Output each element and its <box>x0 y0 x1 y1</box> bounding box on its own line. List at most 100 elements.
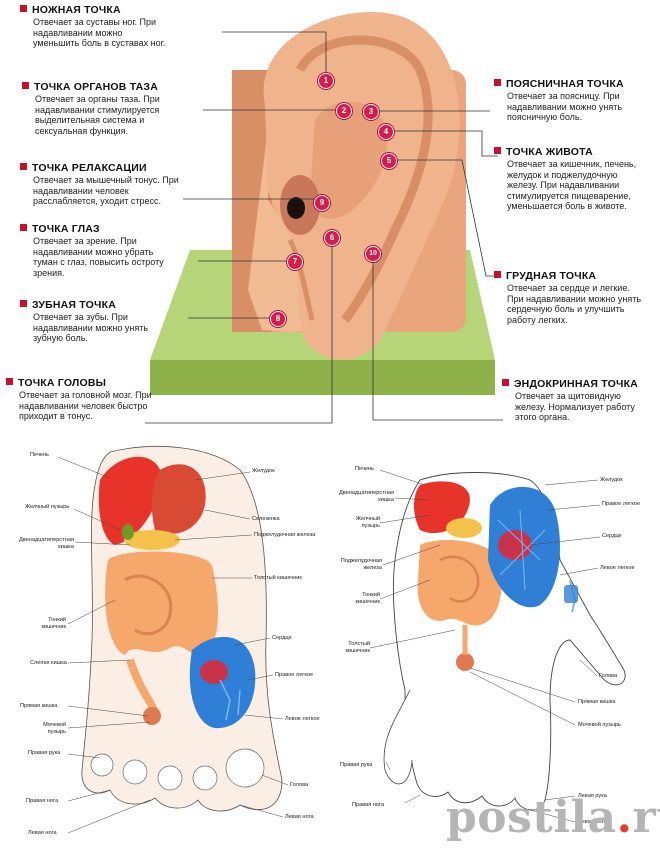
hand-label-left-leg: Левая нога <box>578 819 607 825</box>
point-desc: Отвечает за органы таза. При надавливани… <box>35 94 160 136</box>
hand-label-gallbladder: Желчный пузырь <box>355 516 380 529</box>
foot-label-right-lung: Правое легкое <box>275 672 314 678</box>
foot-label-duodenum: Двенадцатиперстная кишка <box>19 537 74 550</box>
hand-leader-lines <box>369 469 601 823</box>
hand-label-left-lung: Левое легкое <box>600 565 635 571</box>
point-title: Точка головы <box>6 377 166 389</box>
point-title-text: Ножная точка <box>32 4 121 16</box>
hand-label-right-arm: Правая рука <box>340 762 373 768</box>
bullet-square <box>494 271 501 278</box>
watermark-dot: . <box>616 792 633 843</box>
ear-leader-lines <box>145 31 503 424</box>
point-title: Точка релаксации <box>20 162 185 174</box>
hand-label-right-lung: Правое легкое <box>602 501 641 507</box>
bullet-square <box>20 300 27 307</box>
foot-label-right-arm: Правая рука <box>28 750 61 756</box>
point-badge-4: 4 <box>378 124 394 140</box>
point-desc: Отвечает за щитовидную железу. Нормализу… <box>515 391 635 422</box>
point-badge-1: 1 <box>318 73 334 89</box>
point-title: Точка живота <box>494 146 654 158</box>
watermark-text: postila <box>446 792 617 843</box>
bullet-square <box>494 79 501 86</box>
point-desc: Отвечает за суставы ног. При надавливани… <box>33 17 166 48</box>
hand-label-stomach: Желудок <box>600 477 623 483</box>
point-badge-8: 8 <box>270 311 286 327</box>
foot-label-colon: Толстый кишечник <box>254 575 302 581</box>
point-badge-7: 7 <box>287 254 303 270</box>
foot-label-bladder: Мочевой пузырь <box>43 722 66 735</box>
watermark-logo: postila.ru <box>446 792 660 843</box>
point-title-text: Точка релаксации <box>32 162 147 174</box>
hand-label-right-leg: Правая нога <box>352 802 385 808</box>
point-block-relaxation: Точка релаксации Отвечает за мышечный то… <box>20 162 185 207</box>
foot-leader-lines <box>57 456 289 834</box>
point-title: Ножная точка <box>20 4 168 16</box>
point-badge-2: 2 <box>336 103 352 119</box>
point-title-text: Точка головы <box>18 377 107 389</box>
point-title-text: Поясничная точка <box>506 78 624 90</box>
foot-label-left-leg: Левая нога <box>28 830 57 836</box>
point-block-eyes: Точка глаз Отвечает за зрение. При надав… <box>20 223 180 278</box>
bullet-square <box>502 379 509 386</box>
point-title-text: Грудная точка <box>506 270 597 282</box>
foot-label-liver: Печень <box>30 452 49 458</box>
point-title-text: Эндокринная точка <box>514 378 638 390</box>
hand-label-colon: Толстый кишечник <box>345 641 370 654</box>
point-title: Эндокринная точка <box>502 378 658 390</box>
bullet-square <box>6 378 13 385</box>
foot-label-heart: Сердце <box>272 635 292 641</box>
hand-diagram <box>383 472 626 811</box>
hand-label-liver: Печень <box>355 466 374 472</box>
point-title: Грудная точка <box>494 270 654 282</box>
foot-label-left-leg-2: Левая нога <box>285 814 314 820</box>
point-title-text: Точка живота <box>506 146 593 158</box>
point-block-pelvis: Точка органов таза Отвечает за органы та… <box>22 81 202 136</box>
point-block-endocrine: Эндокринная точка Отвечает за щитовидную… <box>502 378 658 423</box>
foot-label-pancreas: Поджелудочная железа <box>254 532 316 538</box>
foot-label-small-intestine: Тонкий кишечник <box>41 617 66 630</box>
point-title: Точка органов таза <box>22 81 202 93</box>
foot-label-right-leg: Правая нога <box>26 798 59 804</box>
point-block-foot: Ножная точка Отвечает за суставы ног. Пр… <box>20 4 168 49</box>
point-title: Зубная точка <box>20 299 180 311</box>
point-badge-9: 9 <box>314 195 330 211</box>
point-title: Точка глаз <box>20 223 180 235</box>
stand-front <box>150 360 495 395</box>
point-desc: Отвечает за кишечник, печень, желудок и … <box>507 159 637 211</box>
point-desc: Отвечает за зубы. При надавливании можно… <box>33 312 149 343</box>
hand-label-bladder: Мочевой пузырь <box>578 722 621 728</box>
watermark-domain: ru <box>632 792 660 843</box>
point-badge-10: 10 <box>365 246 381 262</box>
foot-label-head: Голова <box>290 782 309 788</box>
hand-label-rectum: Прямая кишка <box>578 699 616 705</box>
bullet-square <box>20 224 27 231</box>
point-title: Поясничная точка <box>494 78 654 90</box>
point-desc: Отвечает за поясницу. При надавливании м… <box>507 91 623 122</box>
point-block-chest: Грудная точка Отвечает за сердце и легки… <box>494 270 654 325</box>
bullet-square <box>22 82 29 89</box>
hand-label-pancreas: Поджелудочная железа <box>340 558 382 571</box>
point-desc: Отвечает за сердце и легкие. При надавли… <box>507 283 642 325</box>
bullet-square <box>494 147 501 154</box>
hand-label-small-intestine: Тонкий кишечник <box>355 592 380 605</box>
point-block-lumbar: Поясничная точка Отвечает за поясницу. П… <box>494 78 654 123</box>
foot-label-stomach: Желудок <box>252 468 275 474</box>
point-desc: Отвечает за зрение. При надавливании мож… <box>33 236 164 278</box>
point-title-text: Точка глаз <box>32 223 100 235</box>
foot-label-left-lung: Левое легкое <box>285 716 320 722</box>
foot-diagram <box>81 446 283 812</box>
hand-label-left-arm: Левая рука <box>578 793 607 799</box>
point-badge-3: 3 <box>363 104 379 120</box>
foot-label-spleen: Селезенка <box>252 516 280 522</box>
point-block-abdomen: Точка живота Отвечает за кишечник, печен… <box>494 146 654 212</box>
foot-label-gallbladder: Желчный пузырь <box>25 504 70 510</box>
point-desc: Отвечает за мышечный тонус. При надавлив… <box>33 175 179 206</box>
point-block-head: Точка головы Отвечает за головной мозг. … <box>6 377 166 422</box>
point-block-tooth: Зубная точка Отвечает за зубы. При надав… <box>20 299 180 344</box>
hand-label-heart: Сердце <box>602 533 622 539</box>
point-title-text: Зубная точка <box>32 299 116 311</box>
point-badge-6: 6 <box>324 230 340 246</box>
point-desc: Отвечает за головной мозг. При надавлива… <box>19 390 152 421</box>
foot-label-cecum: Слепая кишка <box>30 660 67 666</box>
